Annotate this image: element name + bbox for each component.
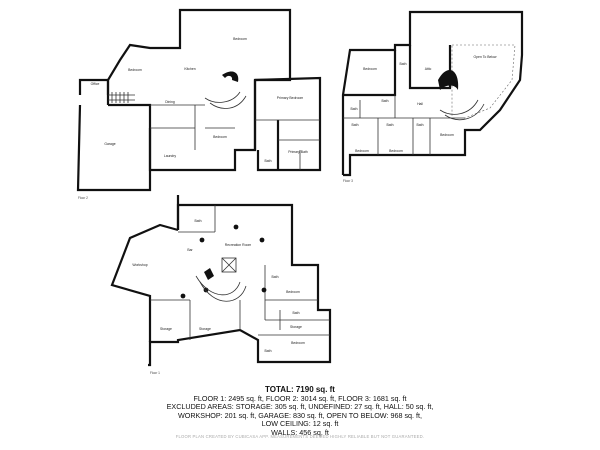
room-label: Laundry bbox=[164, 154, 177, 158]
floor-plans-drawing: Office Bedroom Bedroom Kitchen Dining Pr… bbox=[76, 8, 524, 375]
primary-suite-walls bbox=[253, 76, 322, 172]
floor-1-plan: Bath Recreation Room Bar Workshop Bath B… bbox=[110, 195, 332, 375]
area-summary: TOTAL: 7190 sq. ft FLOOR 1: 2495 sq. ft,… bbox=[0, 385, 600, 438]
room-label: Bath bbox=[265, 159, 272, 163]
room-label: Dining bbox=[165, 100, 175, 104]
room-label: Bath bbox=[417, 123, 424, 127]
room-label: Primary Bedroom bbox=[277, 96, 304, 100]
floor-3-plan: Bedroom Bath Attic Open To Below Hall Ba… bbox=[341, 10, 524, 183]
main-walls-f2 bbox=[106, 8, 292, 105]
room-label: Bath bbox=[265, 349, 272, 353]
room-label: Bath bbox=[387, 123, 394, 127]
room-label: Bedroom bbox=[233, 37, 247, 41]
room-label: Hall bbox=[417, 102, 423, 106]
room-label: Bath bbox=[272, 275, 279, 279]
main-walls-f3 bbox=[341, 10, 524, 177]
bar-counter-icon bbox=[221, 257, 237, 273]
curved-staircase-icon bbox=[204, 71, 247, 109]
floor-label: Floor 1 bbox=[150, 371, 160, 375]
room-label: Bedroom bbox=[363, 67, 377, 71]
room-label: Storage bbox=[290, 325, 302, 329]
room-label: Open To Below bbox=[474, 55, 497, 59]
attic-walls bbox=[408, 45, 452, 90]
room-label: Bedroom bbox=[440, 133, 454, 137]
room-label: Kitchen bbox=[184, 67, 195, 71]
room-label: Workshop bbox=[132, 263, 147, 267]
curved-staircase-icon bbox=[438, 69, 485, 121]
room-label: Bath bbox=[293, 311, 300, 315]
floor-areas: FLOOR 1: 2495 sq. ft, FLOOR 2: 3014 sq. … bbox=[193, 393, 407, 403]
room-label: Bedroom bbox=[355, 149, 369, 153]
garage-walls bbox=[76, 103, 152, 192]
room-label: Storage bbox=[160, 327, 172, 331]
excluded-areas-line: EXCLUDED AREAS: STORAGE: 305 sq. ft, UND… bbox=[166, 402, 434, 412]
stairs-icon bbox=[108, 92, 135, 103]
room-label: Recreation Room bbox=[225, 243, 252, 247]
room-label: Garage bbox=[104, 142, 115, 146]
room-label: Attic bbox=[425, 67, 432, 71]
excluded-areas-line: WORKSHOP: 201 sq. ft, GARAGE: 830 sq. ft… bbox=[177, 410, 423, 420]
room-label: Bedroom bbox=[213, 135, 227, 139]
west-wing-walls bbox=[110, 223, 179, 342]
room-label: Bath bbox=[195, 219, 202, 223]
walls-area: WALLS: 456 sq. ft bbox=[271, 427, 329, 437]
total-area: TOTAL: 7190 sq. ft bbox=[265, 385, 335, 394]
room-label: Bath bbox=[382, 99, 389, 103]
column-marker-icon bbox=[180, 224, 267, 299]
open-to-below-outline bbox=[451, 44, 516, 119]
curved-staircase-icon bbox=[195, 268, 247, 302]
room-label: Bedroom bbox=[389, 149, 403, 153]
room-label: Bath bbox=[352, 123, 359, 127]
floor-label: Floor 2 bbox=[78, 196, 88, 200]
floor-2-plan: Office Bedroom Bedroom Kitchen Dining Pr… bbox=[76, 8, 322, 200]
room-label: Storage bbox=[199, 327, 211, 331]
room-label: Bedroom bbox=[291, 341, 305, 345]
room-label: Primary Bath bbox=[288, 150, 308, 154]
disclaimer-note: FLOOR PLAN CREATED BY CUBICASA APP. MEAS… bbox=[175, 434, 425, 439]
room-label: Bedroom bbox=[286, 290, 300, 294]
floor-label: Floor 3 bbox=[343, 179, 353, 183]
room-label: Bath bbox=[400, 62, 407, 66]
bedroom-walls-f3 bbox=[343, 50, 397, 97]
room-label: Office bbox=[91, 82, 100, 86]
low-ceiling-area: LOW CEILING: 12 sq. ft bbox=[261, 419, 339, 429]
main-walls-f1 bbox=[148, 203, 332, 367]
room-label: Bath bbox=[351, 107, 358, 111]
room-label: Bedroom bbox=[128, 68, 142, 72]
room-label: Bar bbox=[187, 248, 193, 252]
